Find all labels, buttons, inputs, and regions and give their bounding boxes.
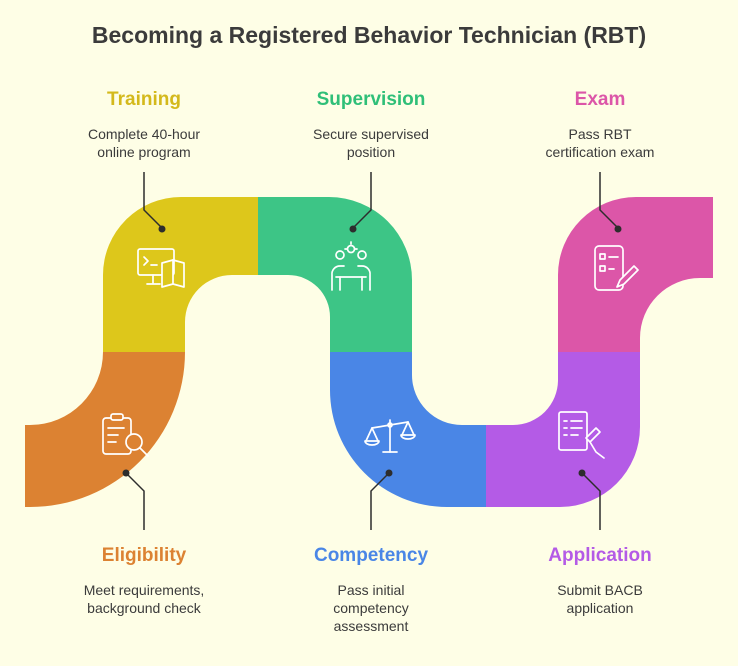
step-title-exam: Exam (574, 89, 626, 110)
diagram-title: Becoming a Registered Behavior Technicia… (91, 22, 647, 48)
dot-application (578, 469, 586, 477)
dot-eligibility (122, 469, 130, 477)
step-title-supervision: Supervision (316, 89, 426, 110)
connector-supervision (353, 172, 372, 228)
connector-application (581, 472, 601, 530)
collaboration-icon (331, 241, 371, 291)
step-desc-competency: Pass initial competency assessment (261, 581, 481, 635)
step-desc-exam: Pass RBT certification exam (490, 125, 710, 161)
step-title-competency: Competency (313, 545, 429, 566)
connector-training (143, 172, 162, 228)
segment-competency (330, 352, 486, 507)
step-desc-competency-line1: Pass initial (337, 582, 405, 598)
step-desc-training-line1: Complete 40-hour (87, 126, 201, 142)
balance-scale-icon (364, 419, 416, 453)
dot-training (158, 225, 166, 233)
step-desc-competency-line3: assessment (333, 618, 409, 634)
step-desc-application-line1: Submit BACB (557, 582, 643, 598)
step-desc-eligibility-line2: background check (87, 600, 201, 616)
segment-application (486, 352, 640, 507)
connector-competency (370, 472, 390, 530)
step-desc-supervision: Secure supervised position (261, 125, 481, 161)
step-desc-exam-line1: Pass RBT (568, 126, 632, 142)
step-desc-eligibility: Meet requirements, background check (34, 581, 254, 617)
step-desc-eligibility-line1: Meet requirements, (83, 582, 205, 598)
segment-eligibility (25, 352, 185, 507)
dot-exam (614, 225, 622, 233)
step-title-eligibility: Eligibility (101, 545, 187, 566)
step-title-application: Application (548, 545, 652, 566)
step-desc-training: Complete 40-hour online program (34, 125, 254, 161)
connector-exam (599, 172, 618, 228)
document-signing-icon (558, 411, 605, 459)
dot-supervision (349, 225, 357, 233)
clipboard-search-icon (102, 413, 149, 457)
segment-exam (558, 197, 713, 352)
connector-eligibility (125, 472, 145, 530)
step-desc-supervision-line2: position (346, 144, 396, 160)
dot-competency (385, 469, 393, 477)
step-desc-supervision-line1: Secure supervised (313, 126, 429, 142)
checklist-pencil-icon (594, 245, 639, 291)
step-desc-exam-line2: certification exam (545, 144, 655, 160)
step-title-training: Training (107, 89, 181, 110)
segment-supervision (258, 197, 412, 352)
step-desc-training-line2: online program (97, 144, 191, 160)
computer-book-icon (137, 248, 185, 288)
step-desc-application: Submit BACB application (490, 581, 710, 617)
step-desc-application-line2: application (566, 600, 634, 616)
step-desc-competency-line2: competency (333, 600, 409, 616)
segment-training (103, 197, 258, 352)
